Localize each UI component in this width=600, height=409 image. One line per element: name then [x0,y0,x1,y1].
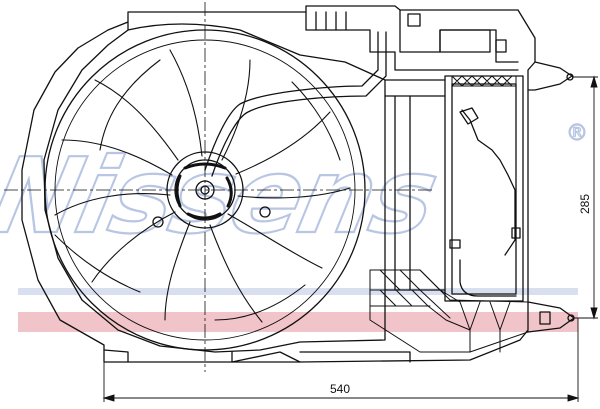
watermark-stripe-pink [18,312,578,332]
module-cable-plug [459,107,479,125]
centre-lines [4,2,432,372]
width-dimension-label: 540 [330,382,350,396]
registered-mark: ® [566,121,588,146]
lower-truss-bracket [369,269,529,353]
fan-blades [54,49,351,323]
wiring-harness-inner [211,31,387,177]
module-clip [511,227,521,239]
module-clip-2 [449,239,461,249]
mounting-hole-left [152,216,164,228]
dimension-width [102,318,580,402]
dimension-height [572,75,598,320]
fan-shroud-outline [21,5,536,363]
module-cable [461,109,516,256]
wiring-harness [204,31,379,171]
watermark-stripe-blue [18,288,578,295]
bottom-base [103,349,411,363]
hatched-strip-top [451,75,517,87]
mounting-hole-right [259,206,271,218]
upper-mounting-ear [527,61,573,91]
height-dimension-label: 285 [578,194,592,214]
watermark-text: Nissens [0,135,446,257]
nissens-watermark: Nissens ® [0,120,589,332]
lower-ear-tab [539,311,551,325]
module-bottom-curve [459,259,517,297]
top-bracket [305,9,519,71]
